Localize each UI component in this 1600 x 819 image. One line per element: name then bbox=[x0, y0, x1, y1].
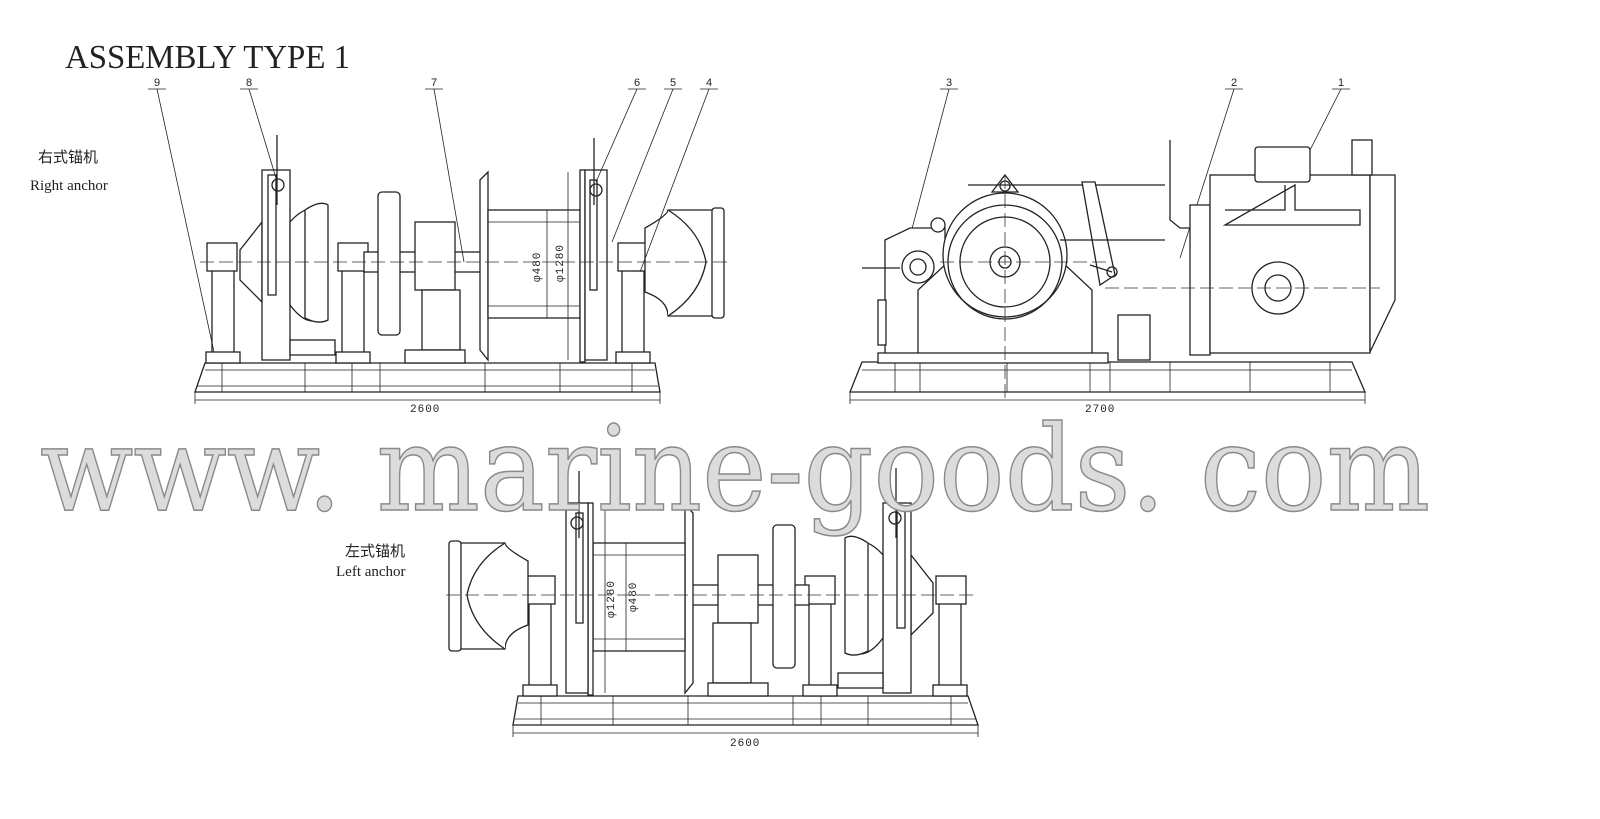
part-number-7: 7 bbox=[431, 77, 437, 89]
right-anchor-label-cn: 右式锚机 bbox=[38, 149, 98, 166]
part-number-2: 2 bbox=[1231, 77, 1237, 89]
left-anchor-view: 左式锚机 Left anchor φ1280 φ480 2600 bbox=[336, 467, 979, 750]
left-anchor-label-cn: 左式锚机 bbox=[345, 543, 405, 560]
part-number-6: 6 bbox=[634, 77, 640, 89]
right-anchor-view: 右式锚机 Right anchor φ480 φ1280 2600 bbox=[30, 134, 731, 416]
right-drum-inner-dia: φ480 bbox=[532, 252, 544, 282]
part-number-9: 9 bbox=[154, 77, 160, 89]
part-number-8: 8 bbox=[246, 77, 252, 89]
part-number-3: 3 bbox=[946, 77, 952, 89]
part-leaders bbox=[148, 88, 1350, 353]
side-view: 2700 bbox=[849, 139, 1396, 416]
part-number-5: 5 bbox=[670, 77, 676, 89]
side-view-length-dim: 2700 bbox=[1085, 404, 1115, 416]
left-anchor-length-dim: 2600 bbox=[730, 738, 760, 750]
part-number-4: 4 bbox=[706, 77, 712, 89]
right-anchor-label-en: Right anchor bbox=[30, 178, 108, 194]
right-anchor-length-dim: 2600 bbox=[410, 404, 440, 416]
left-drum-inner-dia: φ480 bbox=[628, 582, 640, 612]
drawing-title: ASSEMBLY TYPE 1 bbox=[65, 39, 350, 76]
left-anchor-label-en: Left anchor bbox=[336, 564, 406, 580]
right-drum-outer-dia: φ1280 bbox=[555, 244, 567, 282]
part-number-1: 1 bbox=[1338, 77, 1344, 89]
left-drum-outer-dia: φ1280 bbox=[606, 580, 618, 618]
watermark: www. marine-goods. com bbox=[40, 400, 1430, 538]
